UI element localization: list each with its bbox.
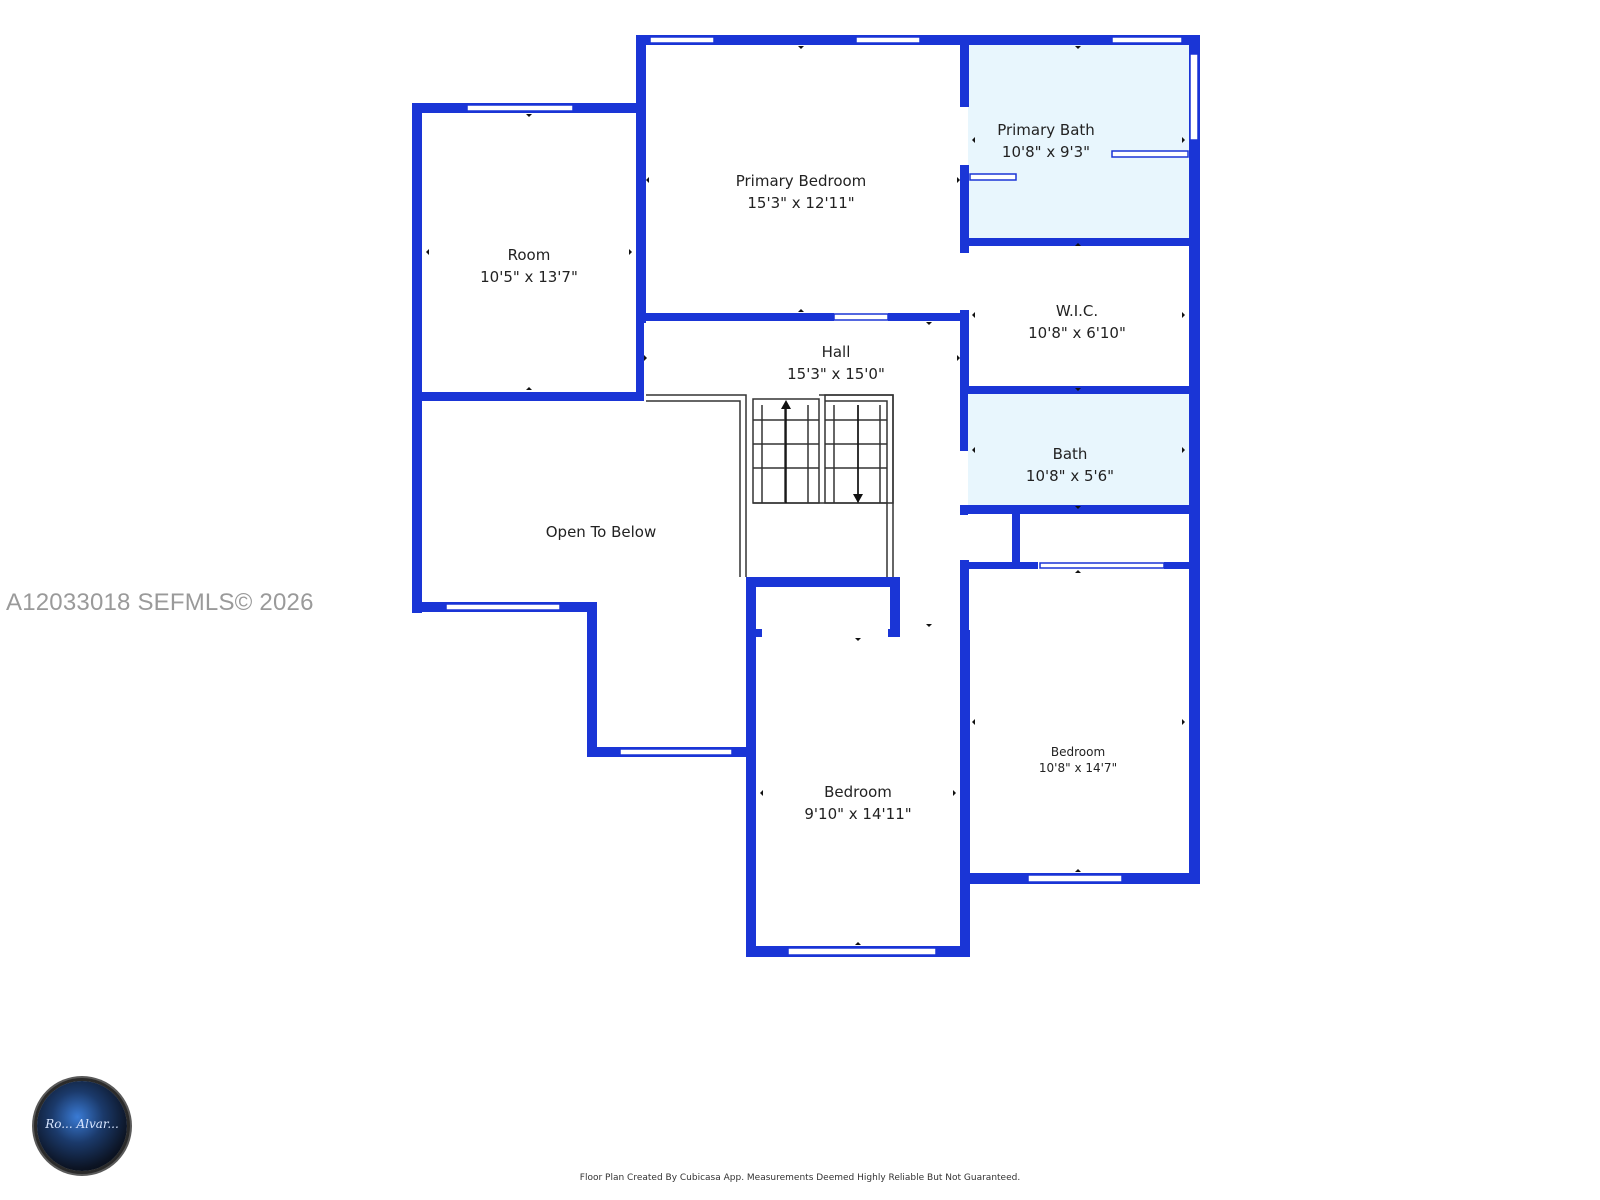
bedroom-right-name: Bedroom (1050, 745, 1106, 759)
primary-bedroom-label: Primary Bedroom 15'3" x 12'11" (736, 170, 867, 214)
bath-fill (968, 391, 1190, 510)
wic-size: 10'8" x 6'10" (1028, 324, 1126, 342)
hall-size: 15'3" x 15'0" (787, 365, 885, 383)
bath-size: 10'8" x 5'6" (1025, 467, 1115, 485)
room-label: Room 10'5" x 13'7" (480, 244, 578, 288)
primary-bath-fill (968, 44, 1190, 241)
windows (445, 36, 1199, 956)
wic-name: W.I.C. (1055, 302, 1099, 320)
primary-bedroom-name: Primary Bedroom (735, 172, 867, 190)
wic-label: W.I.C. 10'8" x 6'10" (1028, 300, 1126, 344)
photographer-logo: Ro... Alvar... (37, 1081, 127, 1171)
hall-label: Hall 15'3" x 15'0" (787, 341, 885, 385)
logo-signature: Ro... Alvar... (45, 1117, 119, 1131)
bedroom-center-label: Bedroom 9'10" x 14'11" (804, 781, 911, 825)
stair-up-arrow (781, 400, 791, 409)
primary-bedroom-size: 15'3" x 12'11" (747, 194, 855, 212)
primary-bath-size: 10'8" x 9'3" (1001, 143, 1091, 161)
primary-bath-label: Primary Bath 10'8" x 9'3" (997, 119, 1095, 163)
open-to-below-name: Open To Below (545, 523, 657, 541)
bedroom-center-size: 9'10" x 14'11" (804, 805, 912, 823)
bedroom-right-size: 10'8" x 14'7" (1038, 761, 1118, 775)
open-to-below-label: Open To Below (546, 521, 657, 543)
bedroom-right-label: Bedroom 10'8" x 14'7" (1039, 744, 1117, 776)
stair-down-arrow (853, 494, 863, 503)
room-size: 10'5" x 13'7" (480, 268, 578, 286)
bath-label: Bath 10'8" x 5'6" (1026, 443, 1114, 487)
bath-name: Bath (1052, 445, 1088, 463)
hall-name: Hall (821, 343, 851, 361)
staircase (646, 394, 894, 577)
door-ticks (426, 46, 1185, 945)
footer-disclaimer: Floor Plan Created By Cubicasa App. Meas… (579, 1173, 1021, 1183)
mls-watermark: A12033018 SEFMLS© 2026 (6, 589, 314, 616)
room-name: Room (507, 246, 551, 264)
primary-bath-name: Primary Bath (997, 121, 1095, 139)
bedroom-center-name: Bedroom (824, 783, 892, 801)
